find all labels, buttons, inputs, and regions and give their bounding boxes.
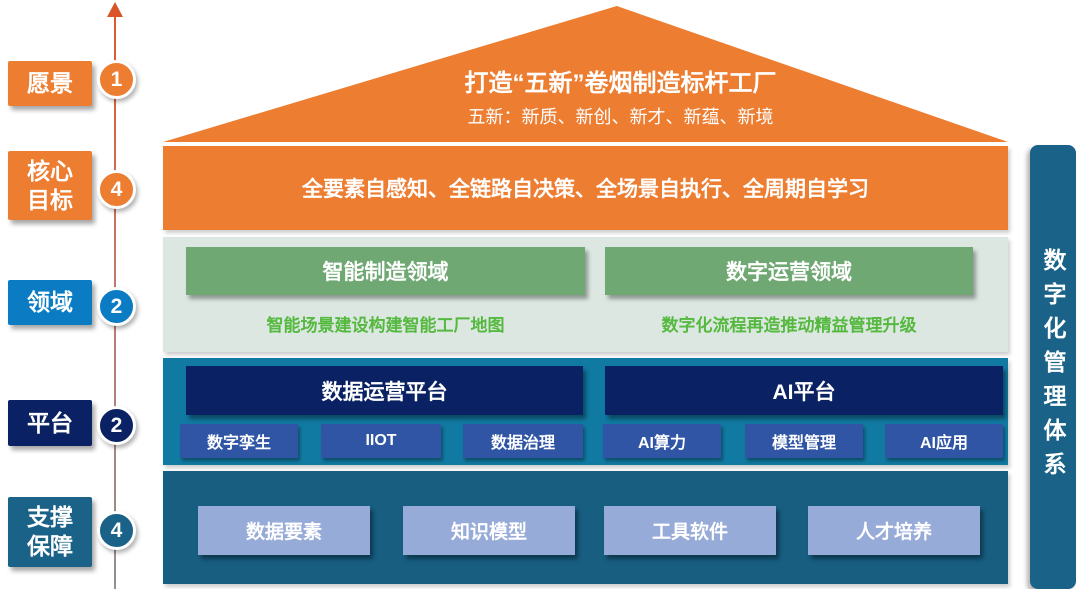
platform-item-iiot: IIOT (321, 424, 441, 458)
platform-item-ai-compute: AI算力 (603, 424, 721, 458)
domain-box-digital-operation: 数字运营领域 (605, 247, 973, 295)
level-label-vision: 愿景 (8, 61, 92, 106)
platform-box-data-operation: 数据运营平台 (186, 366, 583, 415)
support-band: 数据要素 知识模型 工具软件 人才培养 (163, 471, 1008, 584)
level-count-badge-vision: 1 (97, 60, 136, 99)
support-item-knowledge-model: 知识模型 (403, 506, 575, 555)
digital-management-system-pillar: 数字化管理体系 (1030, 145, 1076, 589)
domains-band: 智能制造领域 数字运营领域 智能场景建设构建智能工厂地图 数字化流程再造推动精益… (163, 237, 1008, 352)
level-label-core-goal: 核心 目标 (8, 151, 92, 220)
core-goals-banner: 全要素自感知、全链路自决策、全场景自执行、全周期自学习 (163, 146, 1008, 230)
level-label-support: 支撑 保障 (8, 497, 92, 567)
platforms-band: 数据运营平台 AI平台 数字孪生 IIOT 数据治理 AI算力 模型管理 AI应… (163, 358, 1008, 465)
platform-box-ai: AI平台 (605, 366, 1003, 415)
level-label-platform: 平台 (8, 400, 92, 446)
roof-triangle: 打造“五新”卷烟制造标杆工厂 五新：新质、新创、新才、新蕴、新境 (163, 6, 1008, 142)
domain-subtitle-digital-operation: 数字化流程再造推动精益管理升级 (661, 316, 917, 335)
support-item-data-elements: 数据要素 (198, 506, 370, 555)
platform-item-data-governance: 数据治理 (463, 424, 583, 458)
support-item-talent-training: 人才培养 (808, 506, 980, 555)
level-count-badge-platform: 2 (97, 406, 136, 445)
vision-subtitle: 五新：新质、新创、新才、新蕴、新境 (467, 107, 774, 127)
domain-box-smart-manufacturing: 智能制造领域 (186, 247, 585, 295)
support-item-tool-software: 工具软件 (604, 506, 776, 555)
platform-item-digital-twin: 数字孪生 (180, 424, 298, 458)
level-count-badge-core-goal: 4 (97, 170, 136, 209)
platform-item-ai-application: AI应用 (885, 424, 1003, 458)
level-label-domain: 领域 (8, 280, 92, 325)
axis-arrow-up-icon (107, 2, 123, 17)
pillar-label: 数字化管理体系 (1040, 248, 1066, 486)
vision-title: 打造“五新”卷烟制造标杆工厂 (464, 70, 777, 97)
level-count-badge-support: 4 (97, 511, 136, 550)
domain-subtitle-smart-manufacturing: 智能场景建设构建智能工厂地图 (266, 316, 505, 335)
level-count-badge-domain: 2 (97, 287, 136, 326)
platform-item-model-management: 模型管理 (745, 424, 863, 458)
